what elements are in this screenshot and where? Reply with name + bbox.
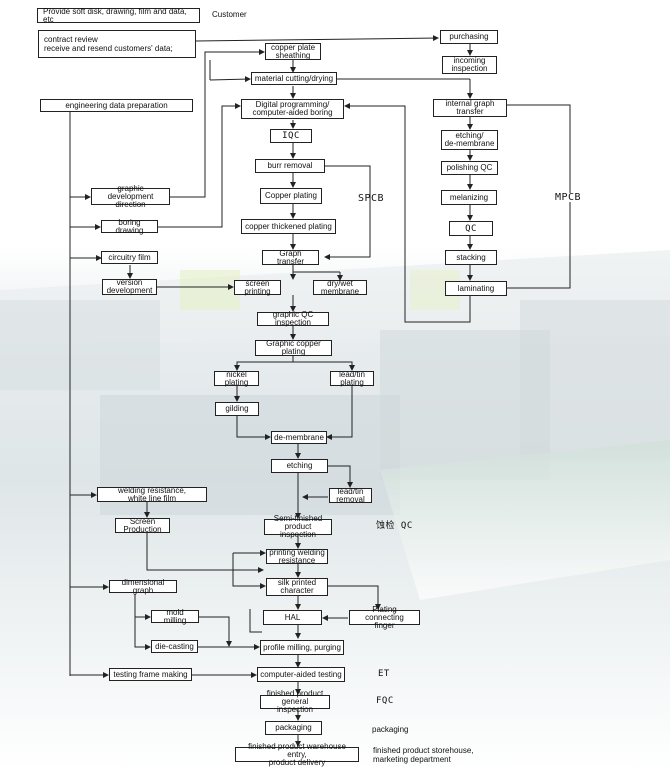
dry-wet-membrane-box: dry/wet membrane	[313, 280, 367, 295]
plating-finger-box: Plating connecting finger	[349, 610, 420, 625]
graphic-qc-box: graphic QC inspection	[257, 312, 329, 326]
computer-aided-testing-box: computer-aided testing	[257, 667, 345, 682]
qc-box: QC	[449, 221, 493, 236]
welding-film-box: welding resistance, white line film	[97, 487, 207, 502]
silk-printed-box: silk printed character	[266, 578, 328, 596]
copper-sheathing-box: copper plate sheathing	[265, 43, 321, 60]
graph-transfer-box: Graph transfer	[262, 250, 319, 265]
fqc-label: FQC	[376, 697, 394, 706]
final-inspection-box: finished product general inspection	[260, 695, 330, 709]
incoming-inspection-box: incoming inspection	[442, 56, 497, 74]
et-label: ET	[378, 670, 390, 679]
copper-plating-box: Copper plating	[260, 188, 322, 204]
de-membrane-box: de-membrane	[271, 431, 327, 444]
contract-review-box: contract review receive and resend custo…	[38, 30, 196, 58]
etch-qc-label: 蚀检 QC	[376, 522, 413, 531]
internal-graph-box: internal graph transfer	[433, 99, 507, 117]
etching-demembrane-box: etching/ de-membrane	[441, 130, 498, 150]
screen-production-box: Screen Production	[115, 518, 170, 533]
die-casting-box: die-casting	[151, 640, 198, 653]
burr-removal-box: burr removal	[255, 159, 325, 173]
screen-printing-box: screen printing	[234, 280, 281, 295]
engineering-data-box: engineering data preparation	[40, 99, 193, 112]
graphic-copper-box: Graphic copper plating	[255, 340, 332, 356]
iqc-box: IQC	[270, 129, 312, 143]
copper-thickened-box: copper thickened plating	[241, 219, 336, 234]
lead-tin-removal-box: lead/tin removal	[329, 488, 372, 503]
printing-welding-box: printing welding resistance	[266, 549, 328, 564]
version-development-box: version development	[102, 279, 157, 295]
mpcb-label: MPCB	[555, 193, 581, 202]
semi-finished-box: Semi-finished product inspection	[264, 519, 332, 535]
profile-milling-box: profile milling, purging	[260, 640, 344, 655]
etching-box: etching	[271, 459, 328, 473]
lead-tin-plating-box: lead/tin plating	[330, 371, 374, 386]
storehouse-label: finished product storehouse, marketing d…	[373, 746, 474, 764]
provide-data-box: Provide soft disk, drawing, film and dat…	[37, 8, 200, 23]
dimensional-graph-box: dimensional graph	[109, 580, 177, 593]
mold-milling-box: mold milling	[151, 610, 199, 623]
laminating-box: laminating	[445, 281, 507, 296]
packaging-dept-label: packaging	[372, 725, 408, 734]
circuitry-film-box: circuitry film	[101, 251, 158, 264]
gilding-box: gilding	[215, 402, 259, 416]
spcb-label: SPCB	[358, 194, 384, 203]
nickel-plating-box: nickel plating	[214, 371, 259, 386]
warehouse-entry-box: finished product warehouse entry, produc…	[235, 747, 359, 762]
packaging-box: packaging	[265, 721, 322, 735]
graphic-development-box: graphic development direction	[91, 188, 170, 205]
polishing-qc-box: polishing QC	[441, 161, 498, 175]
customer-label: Customer	[212, 10, 247, 19]
digital-programming-box: Digital programming/ computer-aided bori…	[241, 99, 344, 119]
purchasing-box: purchasing	[440, 30, 498, 44]
material-cutting-box: material cutting/drying	[251, 72, 337, 85]
hal-box: HAL	[263, 610, 322, 625]
boring-drawing-box: boring drawing	[101, 220, 158, 233]
testing-frame-box: testing frame making	[109, 668, 192, 681]
melanizing-box: melanizing	[441, 190, 497, 205]
stacking-box: stacking	[445, 250, 497, 265]
